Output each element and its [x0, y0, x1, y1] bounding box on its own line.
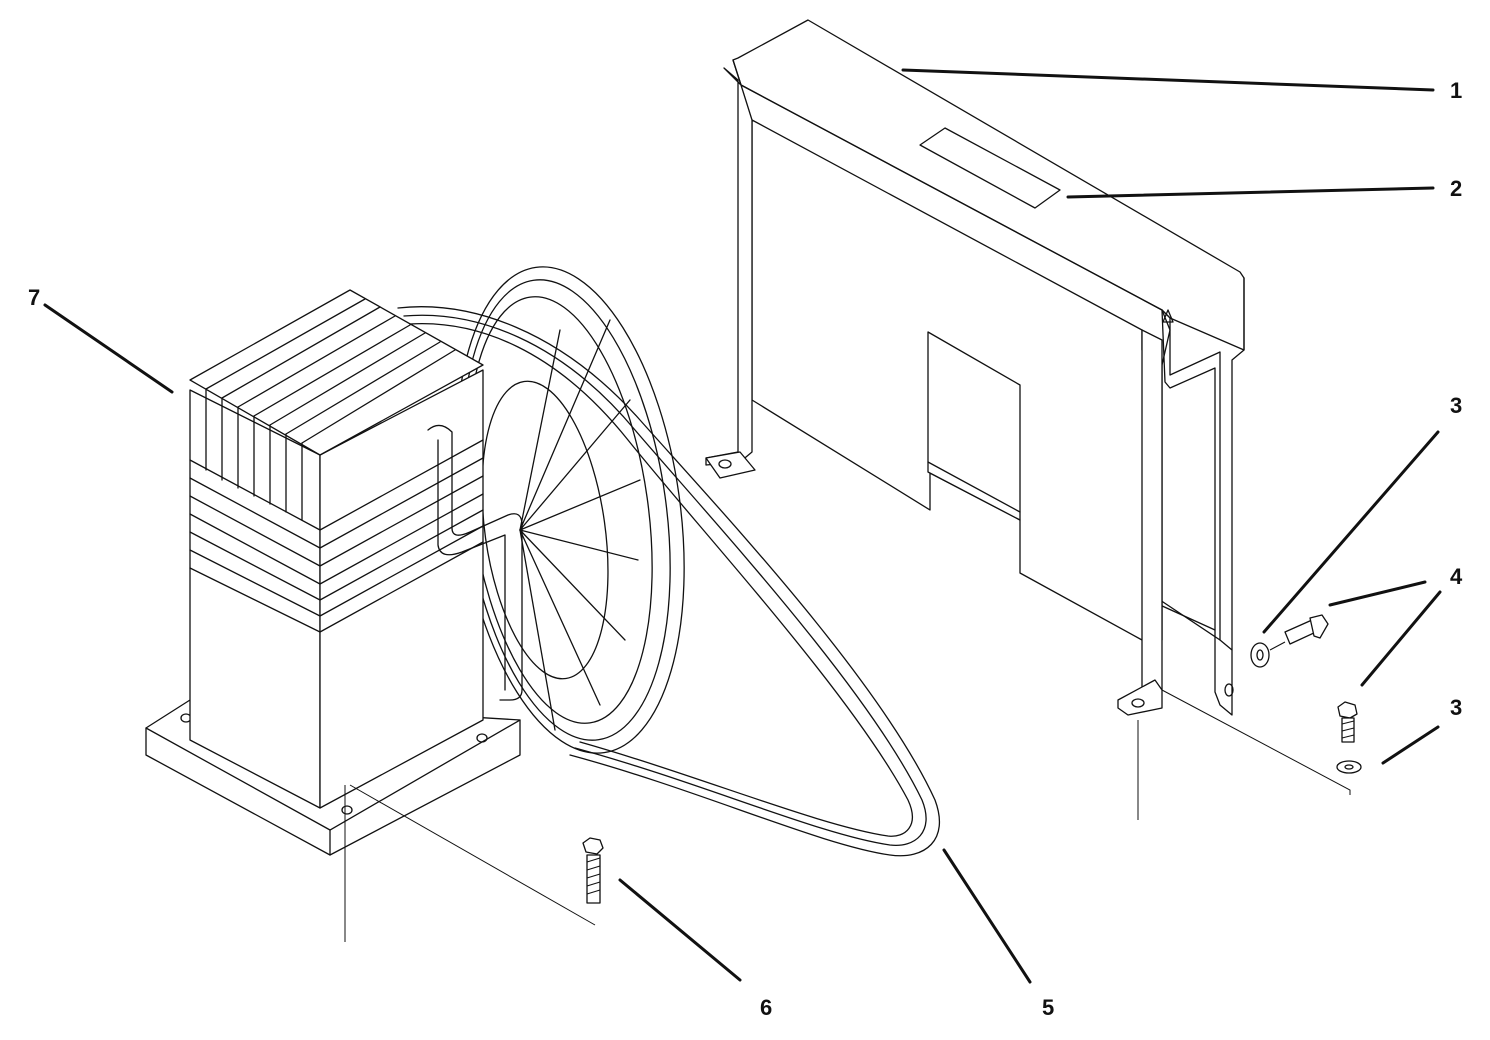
guard-bottom-hardware: [1161, 689, 1362, 795]
callout-3-lower: 3: [1450, 695, 1462, 720]
callout-2: 2: [1450, 176, 1462, 201]
belt-guard: [705, 19, 1245, 820]
callout-7: 7: [28, 285, 40, 310]
callout-3-upper: 3: [1450, 393, 1462, 418]
compressor-pump: [145, 266, 685, 942]
v-belt: [397, 306, 941, 857]
pump-mounting-bolt: [582, 837, 604, 904]
callout-1: 1: [1450, 78, 1462, 103]
callout-4: 4: [1450, 564, 1463, 589]
guard-side-hardware: [1250, 614, 1329, 668]
decal-plate: [919, 127, 1061, 209]
callout-6: 6: [760, 995, 772, 1020]
leader-lines: [43, 68, 1442, 984]
callout-5: 5: [1042, 995, 1054, 1020]
